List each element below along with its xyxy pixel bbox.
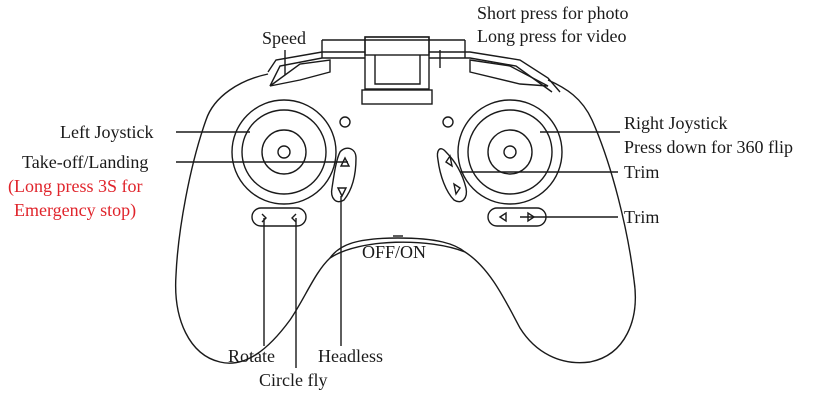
headless-label: Headless <box>318 346 383 366</box>
right-led-icon <box>442 116 454 128</box>
photo-label-line1: Short press for photo <box>477 3 629 23</box>
emergency-label-line1: (Long press 3S for <box>8 176 142 197</box>
trim-upper-button[interactable] <box>436 148 468 203</box>
left-joystick[interactable] <box>231 99 337 205</box>
circle-fly-label: Circle fly <box>259 370 327 390</box>
leader-lines <box>176 50 620 368</box>
trim-lower-label: Trim <box>624 207 659 227</box>
controller-body <box>174 36 636 364</box>
right-joystick-label: Right Joystick <box>624 113 728 133</box>
rotate-circlefly-button[interactable] <box>251 207 307 227</box>
emergency-label-line2: Emergency stop) <box>14 200 136 221</box>
photo-label-line2: Long press for video <box>477 26 626 46</box>
off-on-label: OFF/ON <box>362 242 426 262</box>
right-joystick[interactable] <box>457 99 563 205</box>
left-led-icon <box>339 116 351 128</box>
rotate-label: Rotate <box>228 346 275 366</box>
takeoff-landing-label: Take-off/Landing <box>22 152 148 172</box>
flip-label: Press down for 360 flip <box>624 137 793 157</box>
left-joystick-label: Left Joystick <box>60 122 153 142</box>
speed-label: Speed <box>262 28 306 48</box>
trim-upper-label: Trim <box>624 162 659 182</box>
